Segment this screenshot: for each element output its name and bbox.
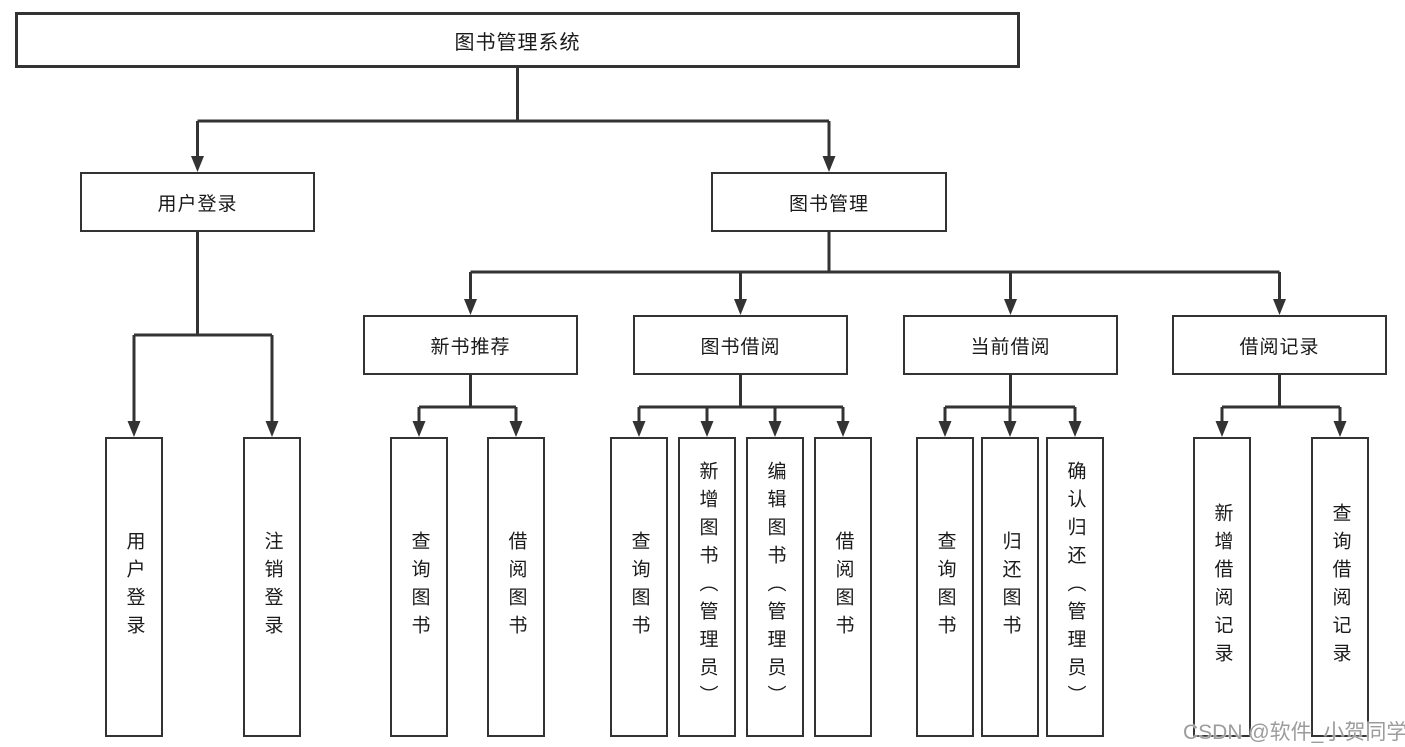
node-book-borrow: 图书借阅 — [633, 315, 848, 375]
node-label: 当前借阅 — [970, 336, 1051, 358]
node-label: 查询图书 — [408, 531, 430, 643]
leaf-confirm-return-admin: 确认归还（管理员） — [1046, 437, 1104, 737]
node-label: 编辑图书（管理员） — [764, 461, 786, 713]
node-borrow-records: 借阅记录 — [1172, 315, 1387, 375]
node-label: 确认归还（管理员） — [1064, 461, 1086, 713]
node-label: 用户登录 — [123, 531, 145, 643]
node-label: 查询借阅记录 — [1329, 503, 1351, 671]
watermark: CSDN @软件_小贺同学 — [1183, 721, 1405, 744]
leaf-borrow-book: 借阅图书 — [814, 437, 872, 737]
node-label: 归还图书 — [999, 531, 1021, 643]
node-label: 新书推荐 — [430, 336, 511, 358]
node-label: 查询图书 — [628, 531, 650, 643]
leaf-user-login: 用户登录 — [105, 437, 163, 737]
node-label: 图书管理 — [788, 193, 869, 215]
node-label: 查询图书 — [934, 531, 956, 643]
node-label: 借阅图书 — [505, 531, 527, 643]
node-label: 注销登录 — [261, 531, 283, 643]
node-library-system: 图书管理系统 — [15, 12, 1020, 68]
node-label: 借阅图书 — [832, 531, 854, 643]
node-label: 借阅记录 — [1239, 336, 1320, 358]
leaf-query-book-current: 查询图书 — [916, 437, 974, 737]
leaf-add-book-admin: 新增图书（管理员） — [678, 437, 736, 737]
leaf-return-book: 归还图书 — [981, 437, 1039, 737]
leaf-query-book-recommend: 查询图书 — [390, 437, 448, 737]
leaf-edit-book-admin: 编辑图书（管理员） — [746, 437, 804, 737]
leaf-query-book-borrow: 查询图书 — [610, 437, 668, 737]
node-label: 新增借阅记录 — [1211, 503, 1233, 671]
leaf-query-borrow-record: 查询借阅记录 — [1311, 437, 1369, 737]
node-book-management: 图书管理 — [711, 172, 947, 232]
leaf-logout: 注销登录 — [243, 437, 301, 737]
node-label: 图书借阅 — [700, 336, 781, 358]
node-label: 新增图书（管理员） — [696, 461, 718, 713]
leaf-add-borrow-record: 新增借阅记录 — [1193, 437, 1251, 737]
leaf-borrow-book-recommend: 借阅图书 — [487, 437, 545, 737]
node-new-book-recommend: 新书推荐 — [363, 315, 578, 375]
node-label: 用户登录 — [157, 193, 238, 215]
node-user-login: 用户登录 — [80, 172, 315, 232]
node-label: 图书管理系统 — [454, 31, 581, 54]
node-current-borrow: 当前借阅 — [903, 315, 1118, 375]
